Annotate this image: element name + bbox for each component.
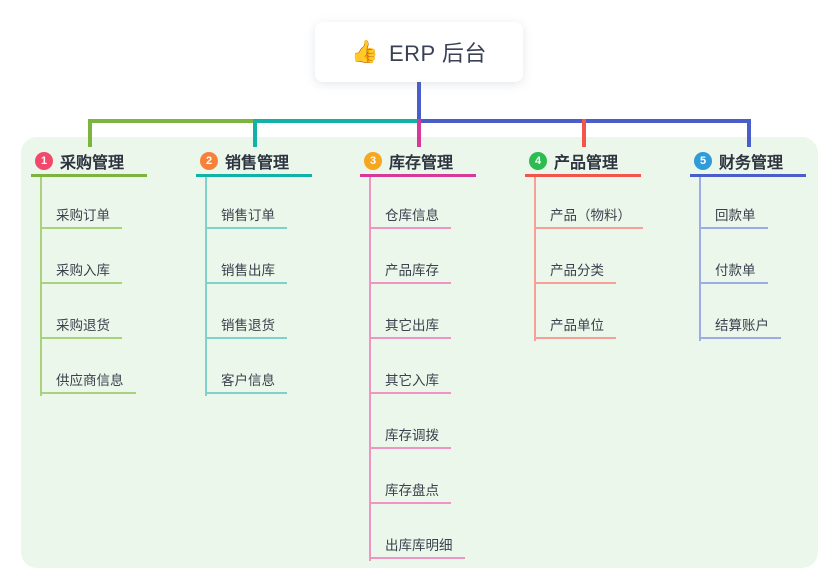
child-node[interactable]: 其它入库 — [369, 366, 451, 394]
child-node-label: 销售出库 — [221, 263, 275, 278]
branch-title: 销售管理 — [225, 155, 290, 172]
child-node-label: 销售退货 — [221, 318, 275, 333]
branch-children-line — [205, 177, 207, 396]
child-node[interactable]: 采购订单 — [40, 201, 122, 229]
branch-children-line — [369, 177, 371, 561]
child-node-label: 仓库信息 — [385, 208, 439, 223]
child-node[interactable]: 销售退货 — [205, 311, 287, 339]
child-node-label: 结算账户 — [715, 318, 769, 333]
child-node-label: 采购退货 — [56, 318, 110, 333]
root-node-label: ERP 后台 — [388, 41, 487, 66]
branch-children-line — [40, 177, 42, 396]
branch-column-4: 4 产品管理产品（物料） 产品分类产品单位 — [525, 148, 643, 341]
child-node[interactable]: 采购退货 — [40, 311, 122, 339]
child-node[interactable]: 库存调拨 — [369, 421, 451, 449]
child-node[interactable]: 库存盘点 — [369, 476, 451, 504]
child-node-label: 销售订单 — [221, 208, 275, 223]
branch-column-2: 2 销售管理销售订单销售出库销售退货客户信息 — [196, 148, 312, 396]
child-node[interactable]: 回款单 — [699, 201, 768, 229]
child-node[interactable]: 销售出库 — [205, 256, 287, 284]
child-node[interactable]: 产品（物料） — [534, 201, 643, 229]
thumbs-up-icon: 👍 — [351, 39, 379, 64]
branch-column-1: 1 采购管理采购订单采购入库采购退货供应商信息 — [31, 148, 147, 396]
child-node[interactable]: 结算账户 — [699, 311, 781, 339]
branch-column-5: 5 财务管理回款单付款单结算账户 — [690, 148, 806, 341]
branches-group-background — [21, 137, 818, 568]
child-node-label: 产品（物料） — [550, 208, 631, 223]
branch-title: 库存管理 — [389, 155, 454, 172]
child-node-label: 客户信息 — [221, 373, 275, 388]
child-node-label: 采购订单 — [56, 208, 110, 223]
branch-number-badge: 2 — [200, 152, 218, 170]
child-node-label: 供应商信息 — [56, 373, 124, 388]
child-node[interactable]: 产品单位 — [534, 311, 616, 339]
child-node[interactable]: 采购入库 — [40, 256, 122, 284]
child-node-label: 库存调拨 — [385, 428, 439, 443]
branch-title: 采购管理 — [60, 155, 125, 172]
branch-header-2[interactable]: 2 销售管理 — [196, 148, 312, 177]
branch-children-line — [699, 177, 701, 341]
branch-children-line — [534, 177, 536, 341]
child-node[interactable]: 产品分类 — [534, 256, 616, 284]
child-node-label: 其它入库 — [385, 373, 439, 388]
child-node-label: 产品库存 — [385, 263, 439, 278]
child-node[interactable]: 产品库存 — [369, 256, 451, 284]
child-node[interactable]: 仓库信息 — [369, 201, 451, 229]
child-node[interactable]: 付款单 — [699, 256, 768, 284]
child-node[interactable]: 出库库明细 — [369, 531, 465, 559]
branch-number-badge: 1 — [35, 152, 53, 170]
branch-title: 产品管理 — [554, 155, 619, 172]
branch-title: 财务管理 — [719, 155, 784, 172]
child-node[interactable]: 客户信息 — [205, 366, 287, 394]
branch-column-3: 3 库存管理仓库信息产品库存其它出库其它入库库存调拨库存盘点出库库明细 — [360, 148, 476, 561]
child-node-label: 付款单 — [715, 263, 756, 278]
child-node-label: 库存盘点 — [385, 483, 439, 498]
branch-header-1[interactable]: 1 采购管理 — [31, 148, 147, 177]
branch-number-badge: 5 — [694, 152, 712, 170]
root-node[interactable]: 👍 ERP 后台 — [315, 22, 523, 82]
child-node-label: 产品单位 — [550, 318, 604, 333]
branch-header-5[interactable]: 5 财务管理 — [690, 148, 806, 177]
branch-header-4[interactable]: 4 产品管理 — [525, 148, 641, 177]
branch-header-3[interactable]: 3 库存管理 — [360, 148, 476, 177]
child-node[interactable]: 销售订单 — [205, 201, 287, 229]
child-node-label: 产品分类 — [550, 263, 604, 278]
child-node[interactable]: 供应商信息 — [40, 366, 136, 394]
child-node[interactable]: 其它出库 — [369, 311, 451, 339]
child-node-label: 回款单 — [715, 208, 756, 223]
branch-number-badge: 4 — [529, 152, 547, 170]
branch-number-badge: 3 — [364, 152, 382, 170]
child-node-label: 出库库明细 — [385, 538, 453, 553]
child-node-label: 其它出库 — [385, 318, 439, 333]
child-node-label: 采购入库 — [56, 263, 110, 278]
